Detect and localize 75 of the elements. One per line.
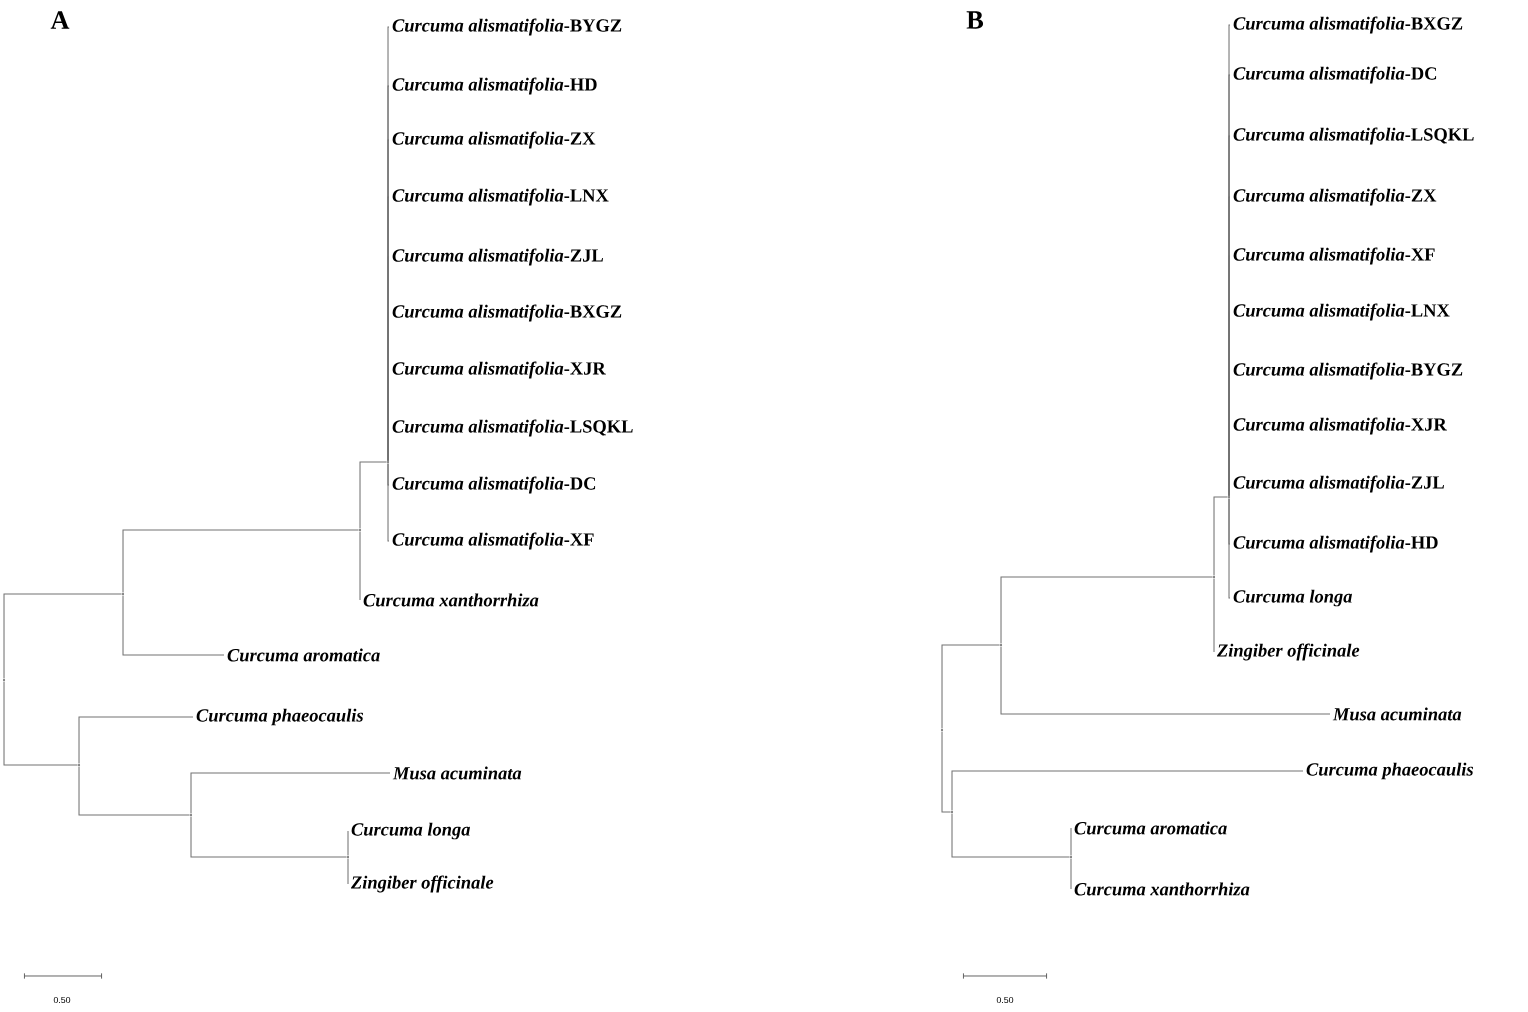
tree-branch	[1070, 857, 1072, 890]
tree-branch	[359, 530, 361, 601]
tree-branch	[1070, 827, 1072, 857]
branch-node	[940, 728, 944, 732]
taxon-label: Curcuma xanthorrhiza	[1074, 882, 1250, 896]
taxon-label: Curcuma alismatifolia-BXGZ	[1233, 16, 1463, 34]
branch-node	[386, 460, 390, 464]
taxon-label: Curcuma alismatifolia-ZX	[392, 131, 596, 149]
tree-branch	[78, 716, 194, 765]
tree-branch	[190, 815, 348, 858]
taxon-label: Curcuma phaeocaulis	[196, 708, 364, 726]
branch-node	[121, 592, 125, 596]
tree-branch	[951, 812, 1071, 858]
taxon-label: Curcuma alismatifolia-LSQKL	[392, 419, 633, 437]
taxon-label: Curcuma alismatifolia-LNX	[1233, 303, 1450, 321]
tree-branch	[1000, 645, 1331, 715]
taxon-label: Musa acuminata	[1332, 707, 1462, 721]
tree-branch	[1000, 576, 1214, 645]
taxon-label: Curcuma alismatifolia-LSQKL	[1233, 127, 1474, 145]
taxon-label: Curcuma alismatifolia-BYGZ	[1233, 362, 1463, 380]
taxon-label: Curcuma alismatifolia-ZX	[1233, 188, 1437, 206]
tree-branch	[941, 730, 952, 813]
tree-branch	[941, 644, 1001, 730]
taxon-label: Curcuma alismatifolia-DC	[392, 476, 596, 494]
taxon-label: Curcuma longa	[1233, 589, 1352, 607]
tree-branch	[387, 427, 390, 462]
branch-node	[1212, 575, 1216, 579]
tree-branch	[78, 765, 191, 816]
taxon-label: Curcuma alismatifolia-ZJL	[1233, 475, 1444, 493]
panel-letter: A	[50, 11, 70, 29]
taxon-label: Curcuma alismatifolia-DC	[1233, 66, 1437, 84]
branch-node	[1227, 495, 1231, 499]
panel-letter: B	[966, 11, 984, 29]
tree-branch	[3, 593, 123, 680]
tree-branch	[347, 830, 349, 857]
tree-branch	[122, 594, 225, 656]
branch-node	[77, 763, 81, 767]
tree-branch	[1213, 496, 1229, 577]
taxon-label: Curcuma alismatifolia-XF	[392, 532, 594, 550]
taxon-label: Zingiber officinale	[350, 875, 494, 893]
branch-node	[2, 678, 6, 682]
tree-branch	[1213, 577, 1215, 653]
tree-branch	[1228, 483, 1231, 497]
branch-node	[346, 855, 350, 859]
branch-node	[358, 528, 362, 532]
scale-label: 0.50	[996, 996, 1014, 1004]
branch-node	[950, 810, 954, 814]
taxon-label: Curcuma aromatica	[1074, 821, 1227, 835]
branch-node	[189, 813, 193, 817]
taxon-label: Curcuma alismatifolia-XJR	[1233, 417, 1447, 435]
taxon-label: Curcuma alismatifolia-BYGZ	[392, 18, 622, 36]
taxon-label: Curcuma longa	[351, 822, 470, 840]
taxon-label: Curcuma alismatifolia-XF	[1233, 247, 1435, 265]
taxon-label: Curcuma xanthorrhiza	[363, 593, 539, 607]
taxon-label: Curcuma alismatifolia-HD	[1233, 535, 1438, 553]
scale-label: 0.50	[53, 996, 71, 1004]
taxon-label: Curcuma aromatica	[227, 648, 380, 662]
taxon-label: Curcuma alismatifolia-ZJL	[392, 248, 603, 266]
tree-branch	[387, 462, 390, 542]
tree-branch	[3, 680, 79, 766]
tree-branch	[1228, 497, 1231, 599]
taxon-label: Curcuma phaeocaulis	[1306, 762, 1474, 780]
taxon-label: Zingiber officinale	[1216, 643, 1360, 661]
taxon-label: Curcuma alismatifolia-BXGZ	[392, 304, 622, 322]
taxon-label: Curcuma alismatifolia-XJR	[392, 361, 606, 379]
tree-branch	[951, 770, 1304, 812]
tree-branch	[359, 461, 388, 530]
taxon-label: Curcuma alismatifolia-LNX	[392, 188, 609, 206]
tree-branch	[347, 857, 349, 885]
taxon-label: Curcuma alismatifolia-HD	[392, 77, 597, 95]
branch-node	[999, 643, 1003, 647]
tree-branch	[190, 772, 391, 815]
taxon-label: Musa acuminata	[392, 766, 522, 780]
branch-node	[1069, 855, 1073, 859]
tree-branch	[122, 529, 360, 594]
